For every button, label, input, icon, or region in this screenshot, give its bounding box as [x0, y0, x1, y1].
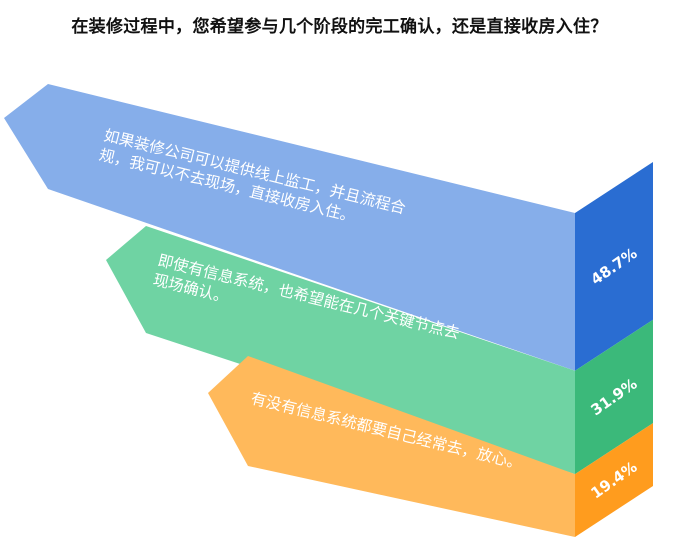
arrow-band-3 — [208, 356, 575, 537]
bar-segment-2 — [575, 319, 653, 475]
arrow-band-2 — [106, 226, 575, 475]
arrow-band-1 — [4, 84, 575, 371]
bar-segment-1 — [575, 162, 653, 371]
chart-title: 在装修过程中，您希望参与几个阶段的完工确认，还是直接收房入住？ — [71, 17, 608, 37]
bar-segment-3 — [575, 423, 653, 537]
